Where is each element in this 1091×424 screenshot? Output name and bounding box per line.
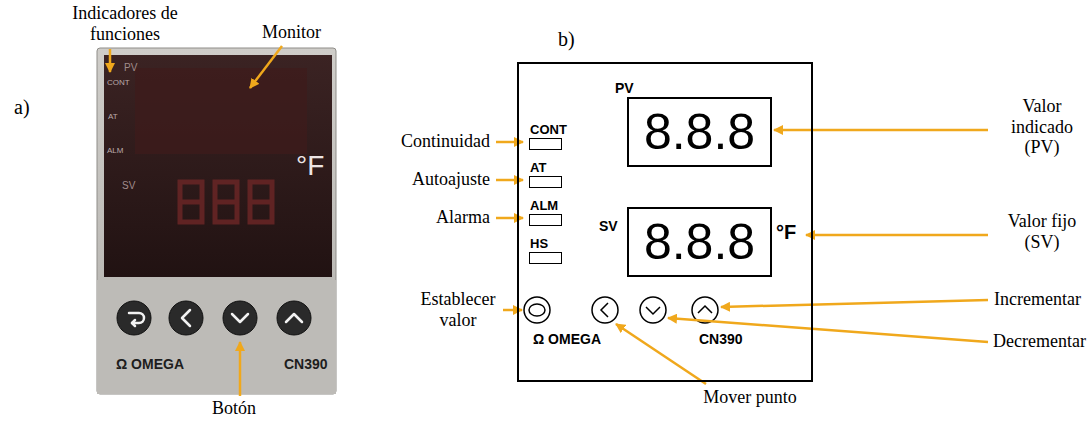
display-window: PV8.8.8 [627,97,772,167]
indicator-lamp: CONT [529,138,562,150]
panel-letter: b) [558,28,575,51]
indicator-label: ALM [530,199,558,213]
controller-photo [97,48,336,394]
indicator-label: CONT [530,123,567,137]
brand-label: Ω OMEGA [533,332,601,347]
callout-label: Valor indicado (PV) [998,96,1086,158]
callout-label: Valor fijo (SV) [998,211,1086,252]
callout-label: Mover punto [685,387,815,408]
photo-display-tag: PV [124,62,137,74]
leader-arrows [110,46,988,396]
photo-indicator-label: ALM [107,146,123,155]
model-label: CN390 [699,332,743,347]
indicator-lamp: HS [529,252,562,264]
display-tag: SV [599,219,618,234]
display-digits: 8.8.8 [644,217,755,267]
indicator-label: AT [530,161,546,175]
panel-letter: a) [14,96,30,119]
indicator-label: HS [530,237,548,251]
photo-brand-label: Ω OMEGA [116,356,184,372]
photo-model-label: CN390 [284,356,328,372]
indicator-lamp: ALM [529,214,562,226]
photo-unit-label: °F [296,150,324,182]
callout-label: Establecer valor [408,289,508,330]
photo-buttons [117,301,311,335]
photo-display-tag: SV [122,180,135,192]
display-tag: PV [615,81,634,96]
photo-indicator-label: CONT [107,78,130,87]
callout-label: Alarma [436,207,490,228]
photo-indicator-label: AT [108,112,118,121]
controller-face: Ω OMEGACN390CONTATALMHSPV8.8.8SV8.8.8 [517,62,813,382]
callout-label: Monitor [262,22,321,43]
callout-label: Continuidad [401,131,490,152]
display-digits: 8.8.8 [644,107,755,157]
indicator-lamp: AT [529,176,562,188]
display-window: SV8.8.8 [627,207,772,277]
callout-label: Incrementar [994,289,1081,310]
callout-label: Indicadores de funciones [69,3,181,44]
callout-label: Decrementar [993,331,1086,352]
callout-label: Botón [212,398,256,419]
callout-label: Autoajuste [412,169,490,190]
unit-label: °F [776,221,796,244]
